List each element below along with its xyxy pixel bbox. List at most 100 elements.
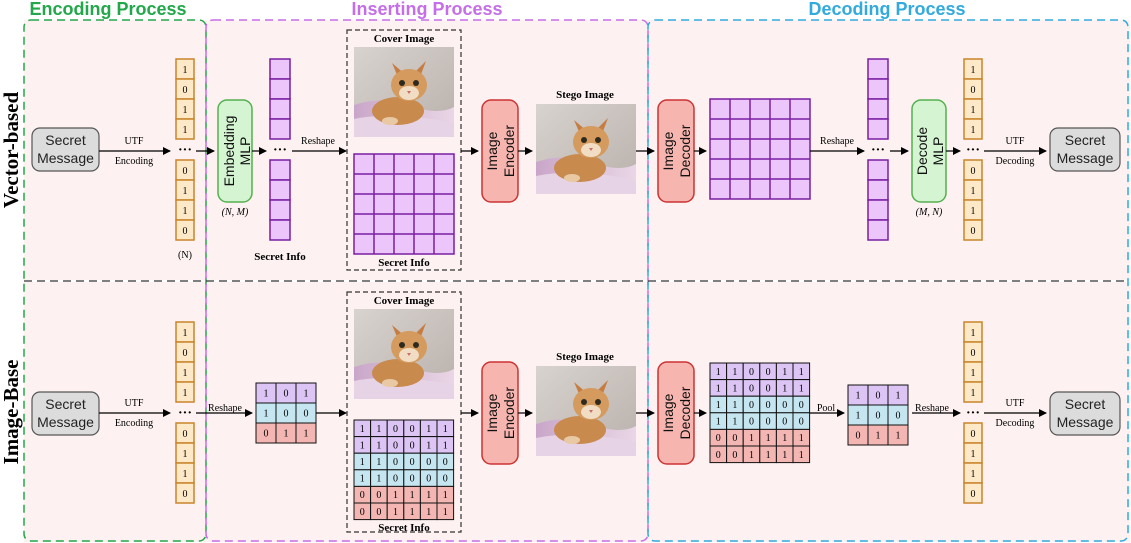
- grid-cell-value: 1: [360, 440, 365, 451]
- grid-cell-value: 0: [284, 389, 289, 400]
- grid-cell-value: 0: [393, 424, 398, 435]
- grid-cell-value: 0: [876, 391, 881, 402]
- bit: 1: [183, 186, 188, 197]
- decoded-info-grid: [709, 98, 811, 200]
- grid-cell-value: 0: [749, 417, 754, 428]
- bit: 1: [971, 469, 976, 480]
- ellipsis: ···: [273, 143, 287, 158]
- bit-vector: 1 0 1 1 ··· 0 1 1 0: [175, 58, 195, 241]
- grid-cell-value: 1: [896, 431, 901, 442]
- grid-cell: [887, 424, 909, 446]
- grid-cell-value: 0: [749, 400, 754, 411]
- grid-cell-value: 1: [782, 367, 787, 378]
- bit: 1: [971, 206, 976, 217]
- secret-info-vector: ···: [269, 58, 291, 241]
- bit: 0: [971, 429, 976, 440]
- grid-cell-value: 0: [264, 429, 269, 440]
- grid-cell-value: 0: [732, 433, 737, 444]
- stego-image: [536, 366, 636, 456]
- grid-cell-value: 0: [393, 457, 398, 468]
- decoded-bit-vector: 1 0 1 1 ··· 0 1 1 0: [963, 321, 983, 504]
- bit: 1: [971, 65, 976, 76]
- utf-label: UTF: [125, 398, 144, 409]
- secret-message-label: Secret: [1065, 132, 1106, 148]
- nm-label: (N, M): [222, 207, 249, 218]
- reshape-label: Reshape: [208, 403, 242, 414]
- bit: 0: [971, 166, 976, 177]
- image-encoder-label: Image: [484, 393, 500, 432]
- insert-input-group: [346, 291, 462, 533]
- pool-label: Pool: [817, 403, 836, 414]
- grid-cell-value: 0: [426, 474, 431, 485]
- grid-cell-value: 0: [426, 457, 431, 468]
- grid-cell-value: 1: [393, 507, 398, 518]
- bit: 1: [183, 125, 188, 136]
- encoding-title: Encoding Process: [29, 0, 186, 19]
- decode-mlp-label: Decode: [914, 127, 930, 175]
- grid-cell-value: 1: [360, 424, 365, 435]
- grid-cell-value: 0: [410, 457, 415, 468]
- bit: 0: [183, 429, 188, 440]
- grid-cell-value: 0: [360, 507, 365, 518]
- bit: 1: [971, 186, 976, 197]
- grid-cell-value: 1: [799, 383, 804, 394]
- stego-image-label: Stego Image: [556, 351, 614, 363]
- grid-cell-value: 0: [799, 417, 804, 428]
- grid-cell-value: 1: [426, 424, 431, 435]
- decoding-label: Decoding: [996, 418, 1035, 429]
- cover-image: [354, 47, 454, 137]
- grid-cell-value: 1: [749, 450, 754, 461]
- stego-image: [536, 104, 636, 194]
- cover-image-label: Cover Image: [374, 295, 435, 307]
- grid-cell-value: 1: [443, 440, 448, 451]
- secret-info-label: Secret Info: [378, 257, 430, 269]
- bit: 1: [183, 105, 188, 116]
- grid-cell-value: 1: [782, 383, 787, 394]
- insert-input-group: [346, 29, 462, 271]
- secret-info-label: Secret Info: [378, 522, 430, 534]
- image-decoder-label: Image: [660, 393, 676, 432]
- grid-cell-value: 0: [304, 409, 309, 420]
- bit: 1: [183, 328, 188, 339]
- secret-info-label: Secret Info: [254, 251, 306, 263]
- ellipsis: ···: [966, 406, 980, 421]
- bit-vector: 1 0 1 1 ··· 0 1 1 0: [175, 321, 195, 504]
- grid-cell-value: 1: [716, 417, 721, 428]
- ellipsis: ···: [178, 143, 192, 158]
- grid-cell-value: 0: [284, 409, 289, 420]
- grid-cell: [295, 422, 317, 444]
- grid-cell-value: 1: [782, 450, 787, 461]
- grid-cell-value: 1: [410, 507, 415, 518]
- grid-cell-value: 0: [376, 490, 381, 501]
- n-label: (N): [178, 250, 192, 261]
- secret-message-label: Message: [1057, 414, 1114, 430]
- reshape-label: Reshape: [820, 136, 854, 147]
- grid-cell-value: 0: [410, 424, 415, 435]
- image-encoder-label: Encoder: [501, 125, 517, 177]
- bit: 1: [971, 388, 976, 399]
- grid-cell-value: 1: [766, 450, 771, 461]
- grid-cell-value: 1: [716, 367, 721, 378]
- bit: 1: [183, 206, 188, 217]
- grid-cell-value: 0: [716, 450, 721, 461]
- secret-message-box: [31, 127, 100, 172]
- grid-cell-value: 0: [749, 367, 754, 378]
- bit: 1: [971, 368, 976, 379]
- cover-image-label: Cover Image: [374, 33, 435, 45]
- decoding-label: Decoding: [996, 156, 1035, 167]
- grid-cell-value: 0: [766, 417, 771, 428]
- grid-cell-value: 0: [443, 474, 448, 485]
- grid-cell-value: 1: [799, 450, 804, 461]
- decoded-info-vector: ···: [867, 58, 889, 241]
- vector-row-title: Vector-based: [0, 92, 23, 209]
- bit: 1: [183, 449, 188, 460]
- bit: 1: [971, 125, 976, 136]
- secret-message-label: Secret: [45, 132, 86, 148]
- grid-cell-value: 1: [732, 417, 737, 428]
- grid-cell-value: 0: [393, 474, 398, 485]
- ellipsis: ···: [178, 406, 192, 421]
- grid-cell-value: 0: [376, 507, 381, 518]
- embedding-mlp-label: Embedding: [221, 116, 237, 187]
